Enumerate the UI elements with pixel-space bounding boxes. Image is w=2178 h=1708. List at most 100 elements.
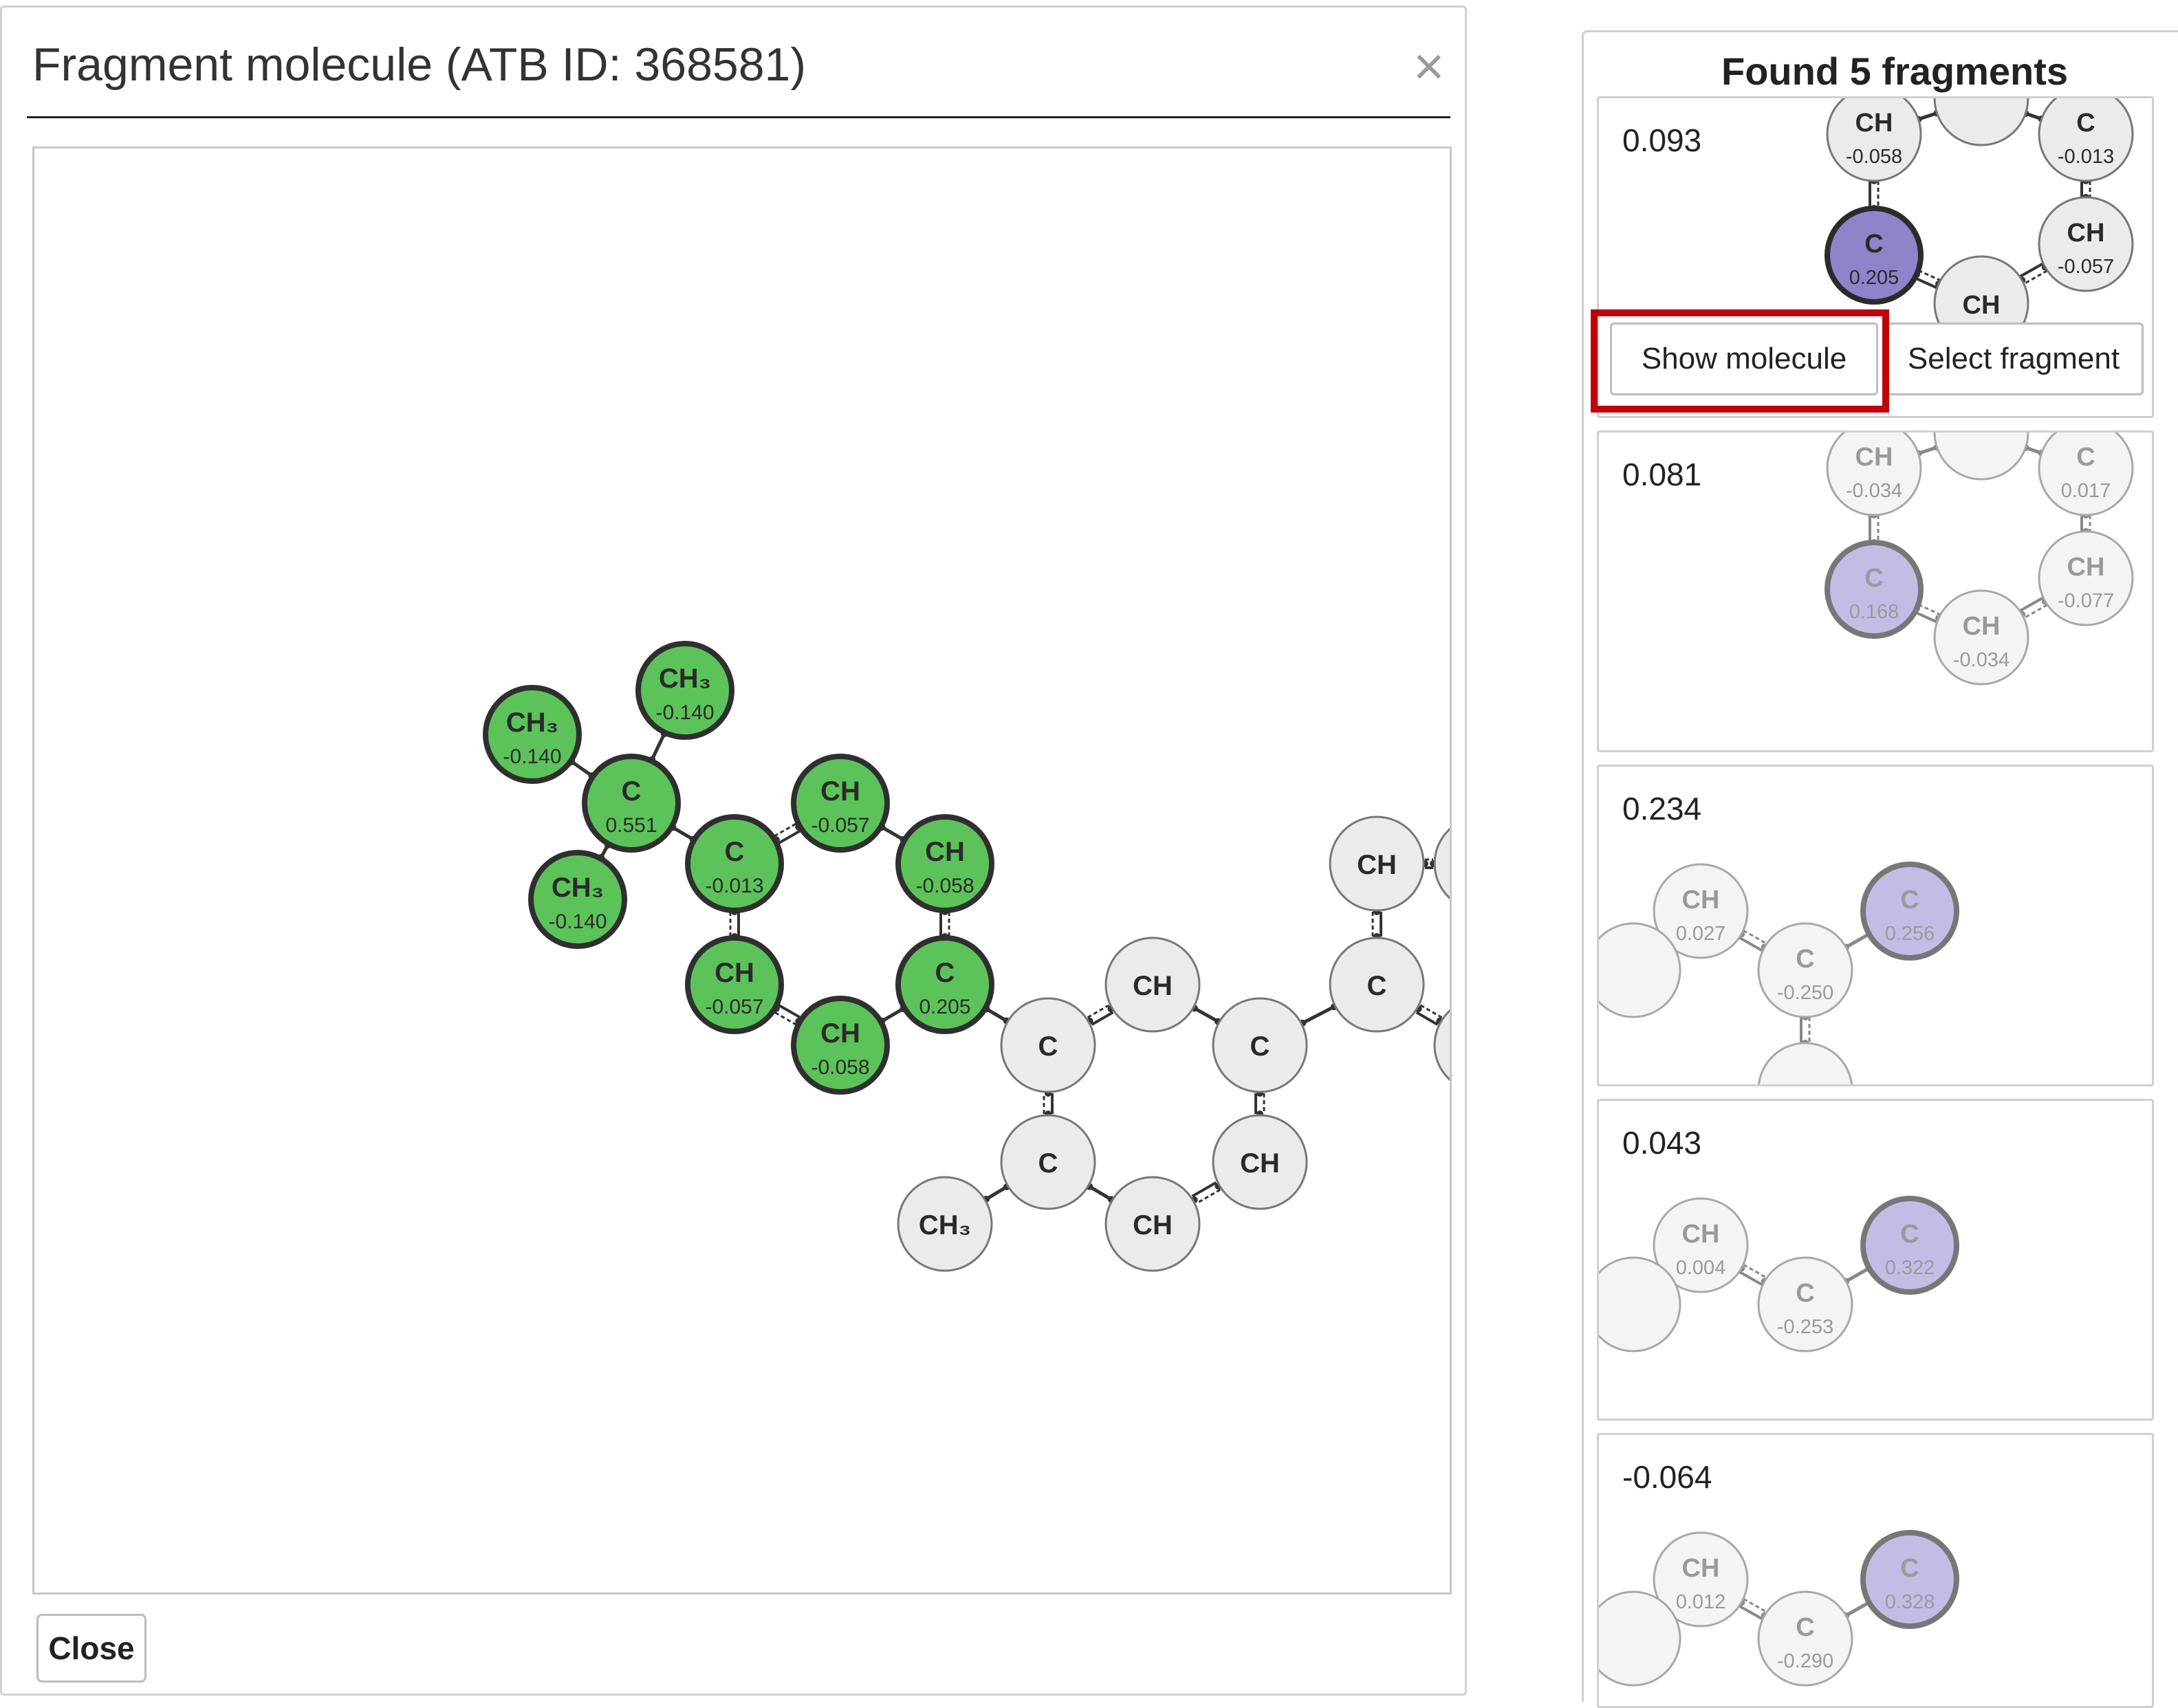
atom-node[interactable]: C-0.013 [2038,98,2134,182]
atom-node[interactable]: C0.168 [1825,540,1924,639]
atom-label: C [725,837,745,867]
atom-label: CH [1682,1220,1720,1249]
atom-node[interactable] [1933,98,2029,146]
atom-charge: -0.058 [1846,146,1902,168]
atom-node[interactable]: CH₃-0.140 [483,685,582,784]
fragment-score: -0.064 [1622,1459,1712,1495]
atom-node[interactable]: CH0.012 [1653,1531,1749,1628]
atom-label: C [622,776,642,807]
select-fragment-button[interactable]: Select fragment [1884,322,2144,395]
atom-node[interactable]: CH₃-0.140 [528,850,627,949]
atom-label: C [1367,971,1387,1001]
atom-charge: -0.057 [705,996,763,1018]
atom-label: CH [1963,612,2001,641]
atom-label: CH [2067,219,2105,248]
double-bond [1800,1014,1811,1047]
atom-label: C [935,958,955,988]
atom-node[interactable]: CH -0.057 [791,754,890,853]
atom-node[interactable]: C [1000,997,1096,1093]
atom-node[interactable]: CH-0.034 [1933,589,2029,686]
atom-node[interactable]: CH [1104,1176,1201,1272]
atom-node[interactable] [1933,433,2029,481]
molecule-graph[interactable]: CH₃-0.140CH₃-0.140C0.551CH₃-0.140C-0.013… [34,149,1452,1595]
atom-node[interactable]: C0.205 [1825,206,1924,305]
atom-charge: -0.034 [1846,480,1902,502]
atom-charge: 0.328 [1885,1591,1935,1613]
atom-node[interactable]: CH-0.058 [1826,98,1922,182]
atom-label: CH [1682,1554,1720,1583]
atom-node[interactable]: C -0.290 [1757,1590,1853,1687]
atom-charge: -0.140 [655,701,714,724]
atom-label: CH [2067,553,2105,582]
double-bond [1086,1004,1115,1026]
atom-node[interactable]: C [1000,1114,1096,1210]
atom-label: C [1250,1031,1270,1062]
atom-charge: -0.140 [503,745,561,768]
atom-node[interactable]: C0.322 [1860,1196,1959,1295]
atom-charge: -0.290 [1777,1650,1833,1672]
bond [1299,1003,1338,1027]
atom-node[interactable]: CH-0.077 [2038,530,2134,626]
atom-node[interactable]: CH -0.034 [1826,433,1922,516]
close-icon[interactable]: × [1413,36,1445,96]
atom-node[interactable]: C-0.253 [1757,1256,1853,1353]
fragment-molecule-dialog: Fragment molecule (ATB ID: 368581) × CH₃… [0,6,1467,1696]
atom-label: CH [820,776,860,807]
atom-node[interactable] [1599,1590,1681,1687]
atom-charge: -0.250 [1777,982,1833,1004]
atom-node[interactable] [1433,817,1452,910]
atom-node[interactable]: C 0.328 [1860,1530,1959,1629]
atom-node[interactable]: CH-0.058 [791,996,890,1095]
atom-charge: -0.058 [915,875,974,897]
atom-node[interactable]: CH₃ [897,1176,993,1272]
atom-charge: -0.057 [2058,256,2114,278]
atom-node[interactable]: C0.256 [1860,862,1959,961]
atom-node[interactable] [1599,922,1681,1018]
atom-node[interactable] [1433,998,1452,1092]
atom-node[interactable] [1757,1042,1853,1086]
bond [983,1183,1010,1203]
atom-node[interactable]: CH [1212,1114,1308,1210]
atom-label: C [1038,1148,1058,1179]
atom-node[interactable]: C [1329,937,1425,1033]
atom-node[interactable]: CH₃-0.140 [635,641,734,740]
atom-label: CH [715,958,754,988]
atom-node[interactable]: C0.205 [895,935,994,1034]
atom-node[interactable]: CH -0.057 [685,935,784,1034]
atom-node[interactable]: CH0.004 [1653,1197,1749,1293]
atom-charge: 0.322 [1885,1257,1935,1279]
atom-node[interactable]: CH0.027 [1653,863,1749,959]
atom-node[interactable]: CH [1329,815,1425,912]
atom-node[interactable]: C0.551 [582,754,681,853]
atom-node[interactable]: CH -0.057 [2038,196,2134,292]
atom-node[interactable]: C-0.250 [1757,922,1853,1018]
atom-charge: 0.256 [1885,923,1935,945]
fragment-score: 0.234 [1622,791,1702,826]
atom-label: C [2076,443,2095,472]
atom-charge: -0.057 [811,814,869,837]
atom-node[interactable]: C 0.017 [2038,433,2134,516]
atom-node[interactable]: CH-0.058 [895,814,994,913]
fragment-score: 0.093 [1622,122,1702,158]
atom-node[interactable]: C [1212,997,1308,1093]
show-molecule-button[interactable]: Show molecule [1610,322,1878,395]
atom-label: C [1796,1613,1814,1642]
atom-charge: 0.017 [2061,480,2111,502]
atom-label: C [1900,1554,1919,1583]
atom-label: CH [1855,443,1893,472]
atom-node[interactable] [1599,1256,1681,1353]
atom-label: CH [1963,291,2001,320]
close-button[interactable]: Close [36,1614,146,1683]
atom-label: CH [1240,1148,1280,1179]
atom-node[interactable]: CH [1104,937,1201,1033]
atom-label: C [1864,564,1883,593]
atom-node[interactable]: C-0.013 [685,814,784,913]
